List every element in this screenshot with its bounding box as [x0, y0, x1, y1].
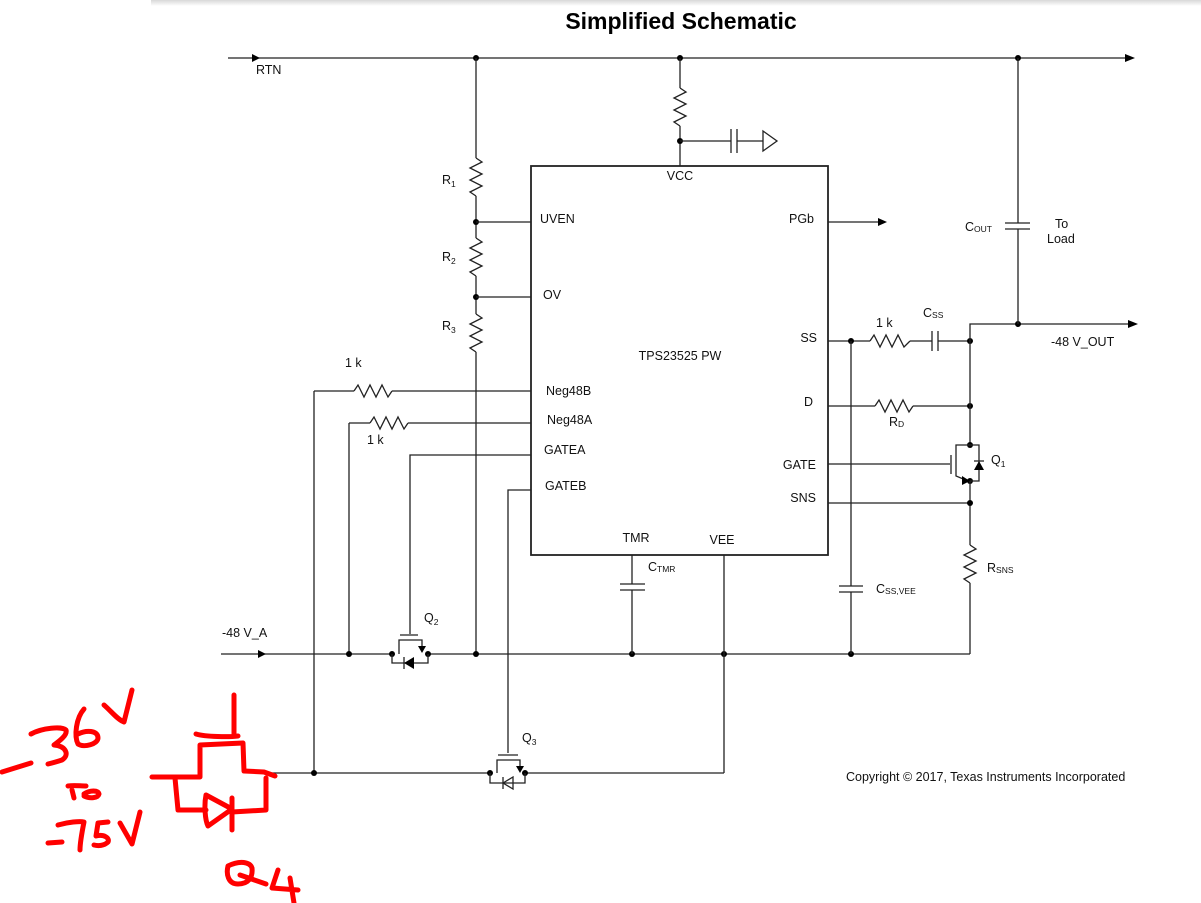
- annotation-digit-6: [73, 706, 101, 749]
- pin-neg48a: Neg48A: [547, 413, 593, 427]
- r-neg48a-label: 1 k: [367, 433, 384, 447]
- pin-vcc: VCC: [667, 169, 693, 183]
- r1-label: R1: [442, 173, 456, 189]
- vcc-network: [672, 58, 779, 166]
- rtn-rail: [228, 54, 1135, 62]
- q3-mosfet: [487, 754, 528, 791]
- rd-network: [828, 398, 973, 414]
- r3-label: R3: [442, 319, 456, 335]
- pgb-output: [828, 218, 887, 226]
- r-neg48b-label: 1 k: [345, 356, 362, 370]
- pin-ov: OV: [543, 288, 562, 302]
- pin-sns: SNS: [790, 491, 816, 505]
- ctmr-cap: [620, 555, 645, 654]
- pgb-arrow-icon: [878, 218, 887, 226]
- pin-tmr: TMR: [622, 531, 649, 545]
- neg48-resistors: [313, 383, 531, 773]
- to-load-label-1: To: [1055, 217, 1068, 231]
- annotation-digit-3: [28, 725, 69, 767]
- annotation-letter-o: [81, 788, 102, 801]
- annotation-letter-q: [224, 859, 269, 887]
- cssvee-label: CSS,VEE: [876, 582, 916, 596]
- q3-line: [269, 555, 725, 776]
- annotation-letter-v-2: [117, 809, 143, 847]
- r2-label: R2: [442, 250, 456, 266]
- rail-out-arrow-icon: [1125, 54, 1135, 62]
- q3-label: Q3: [522, 731, 537, 747]
- ctmr-label: CTMR: [648, 560, 675, 574]
- pin-vee: VEE: [709, 533, 734, 547]
- pin-ss: SS: [800, 331, 817, 345]
- divider-network: [468, 58, 531, 654]
- q1-label: Q1: [991, 453, 1006, 469]
- pin-gate: GATE: [783, 458, 816, 472]
- pin-pgb: PGb: [789, 212, 814, 226]
- pin-neg48b: Neg48B: [546, 384, 591, 398]
- r-ss-label: 1 k: [876, 316, 893, 330]
- input-label: -48 V_A: [222, 626, 268, 640]
- input-arrow-icon: [258, 650, 266, 658]
- annotation-digit-7: [55, 819, 87, 853]
- annotation-q4-gate: [193, 692, 241, 740]
- pin-gateb: GATEB: [545, 479, 586, 493]
- page-top-shadow: [151, 0, 1201, 6]
- css-label: CSS: [923, 306, 944, 320]
- q2-label: Q2: [424, 611, 439, 627]
- rsns-label: RSNS: [987, 561, 1014, 575]
- rtn-arrow-icon: [252, 54, 260, 62]
- ss-network: [828, 331, 973, 654]
- pin-gatea: GATEA: [544, 443, 586, 457]
- annotation-q4-diode: [172, 775, 269, 833]
- q2-mosfet: [389, 632, 431, 669]
- output-label: -48 V_OUT: [1051, 335, 1115, 349]
- cout-label: COUT: [965, 220, 992, 234]
- annotation-q4-body: [149, 740, 278, 780]
- output-network: [828, 58, 1138, 654]
- annotation-minus-2: [45, 839, 65, 846]
- ic-part-label: TPS23525 PW: [639, 349, 722, 363]
- rtn-label: RTN: [256, 63, 281, 77]
- schematic-title: Simplified Schematic: [565, 8, 797, 34]
- rd-label: RD: [889, 415, 904, 429]
- ground-icon: [762, 129, 779, 153]
- pin-d: D: [804, 395, 813, 409]
- to-load-label-2: Load: [1047, 232, 1075, 246]
- handwritten-annotation: [0, 687, 301, 903]
- annotation-minus-1: [0, 760, 34, 775]
- annotation-digit-4: [269, 867, 301, 903]
- output-arrow-icon: [1128, 320, 1138, 328]
- ic-tps23525: [530, 165, 829, 556]
- annotation-digit-5: [91, 819, 111, 849]
- gate-wires: [409, 454, 531, 753]
- annotation-letter-t: [65, 783, 89, 801]
- input-line: [221, 650, 970, 658]
- annotation-letter-v-1: [101, 687, 135, 725]
- pin-uven: UVEN: [540, 212, 575, 226]
- copyright: Copyright © 2017, Texas Instruments Inco…: [846, 770, 1125, 784]
